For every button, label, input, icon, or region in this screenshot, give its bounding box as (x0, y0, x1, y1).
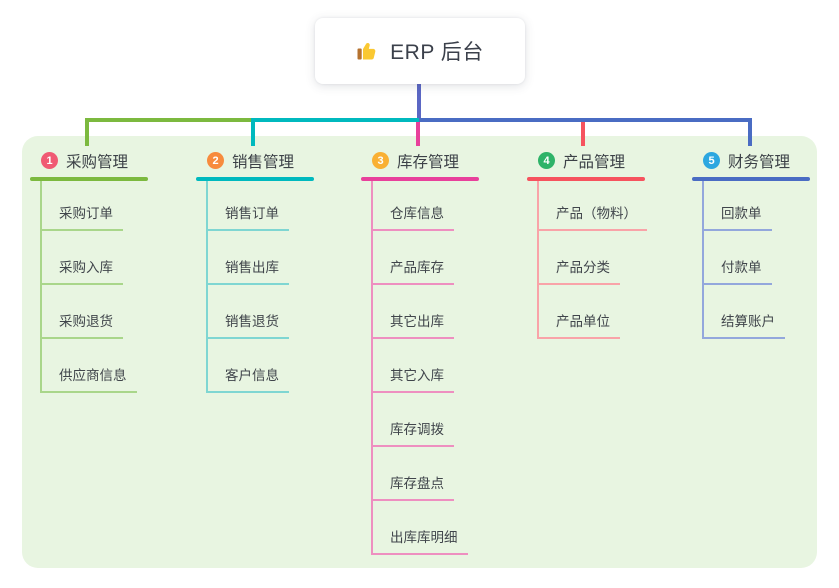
branch-children-trunk: 采购订单采购入库采购退货供应商信息 (40, 181, 190, 393)
mindmap-background-panel (22, 136, 817, 568)
branch-number-badge: 2 (207, 152, 224, 169)
branch-underline (527, 177, 645, 181)
child-node: 产品单位 (539, 285, 687, 339)
branch-label: 产品管理 (563, 153, 626, 171)
child-node-label[interactable]: 结算账户 (704, 310, 785, 339)
child-node: 出库库明细 (373, 501, 521, 555)
branch-underline (692, 177, 810, 181)
branch-drop-line-1 (85, 118, 89, 146)
branch-drop-line-5 (748, 118, 752, 146)
child-node: 其它入库 (373, 339, 521, 393)
child-node: 仓库信息 (373, 181, 521, 231)
child-node-label[interactable]: 采购退货 (42, 310, 123, 339)
child-node: 采购入库 (42, 231, 190, 285)
root-connector-line (417, 84, 421, 118)
branch-node-5: 5 财务管理回款单付款单结算账户 (692, 146, 839, 339)
branch-drop-line-4 (581, 122, 585, 146)
branch-children-trunk: 销售订单销售出库销售退货客户信息 (206, 181, 356, 393)
child-node-label[interactable]: 销售出库 (208, 256, 289, 285)
branch-title-1[interactable]: 1 采购管理 (30, 146, 190, 175)
child-node-label[interactable]: 采购订单 (42, 202, 123, 231)
root-node-label: ERP 后台 (390, 41, 484, 64)
child-node: 库存调拨 (373, 393, 521, 447)
child-node: 结算账户 (704, 285, 839, 339)
bus-segment-2 (251, 118, 419, 122)
child-node-label[interactable]: 回款单 (704, 202, 772, 231)
branch-underline (30, 177, 148, 181)
child-node-label[interactable]: 其它出库 (373, 310, 454, 339)
branch-children-trunk: 仓库信息产品库存其它出库其它入库库存调拨库存盘点出库库明细 (371, 181, 521, 555)
branch-drop-line-2 (251, 118, 255, 146)
branch-label: 库存管理 (397, 153, 460, 171)
child-node-label[interactable]: 供应商信息 (42, 364, 137, 393)
child-node-label[interactable]: 产品分类 (539, 256, 620, 285)
branch-children-trunk: 产品（物料） 产品分类产品单位 (537, 181, 687, 339)
child-node: 回款单 (704, 181, 839, 231)
child-node: 供应商信息 (42, 339, 190, 393)
child-node: 库存盘点 (373, 447, 521, 501)
branch-node-4: 4 产品管理产品（物料） 产品分类产品单位 (527, 146, 687, 339)
child-node-label[interactable]: 库存盘点 (373, 472, 454, 501)
child-node: 采购退货 (42, 285, 190, 339)
branch-label: 采购管理 (66, 153, 129, 171)
branch-drop-line-3 (416, 122, 420, 146)
child-node-label[interactable]: 产品库存 (373, 256, 454, 285)
child-node: 销售出库 (208, 231, 356, 285)
root-node-erp[interactable]: ERP 后台 (315, 18, 525, 84)
child-node: 付款单 (704, 231, 839, 285)
child-node-label[interactable]: 仓库信息 (373, 202, 454, 231)
branch-number-badge: 4 (538, 152, 555, 169)
branch-number-badge: 1 (41, 152, 58, 169)
branch-title-5[interactable]: 5 财务管理 (692, 146, 839, 175)
child-node: 销售订单 (208, 181, 356, 231)
child-node: 采购订单 (42, 181, 190, 231)
child-node-label[interactable]: 出库库明细 (373, 526, 468, 555)
child-node: 产品（物料） (539, 181, 687, 231)
child-node-label[interactable]: 销售订单 (208, 202, 289, 231)
branch-underline (361, 177, 479, 181)
branch-children-trunk: 回款单付款单结算账户 (702, 181, 839, 339)
child-node-label[interactable]: 产品单位 (539, 310, 620, 339)
branch-title-2[interactable]: 2 销售管理 (196, 146, 356, 175)
branch-title-3[interactable]: 3 库存管理 (361, 146, 521, 175)
child-node-label[interactable]: 库存调拨 (373, 418, 454, 447)
child-node-label[interactable]: 付款单 (704, 256, 772, 285)
child-node-label[interactable]: 产品（物料） (539, 202, 647, 231)
branch-number-badge: 5 (703, 152, 720, 169)
branch-number-badge: 3 (372, 152, 389, 169)
child-node: 产品分类 (539, 231, 687, 285)
child-node: 客户信息 (208, 339, 356, 393)
branch-label: 销售管理 (232, 153, 295, 171)
child-node: 销售退货 (208, 285, 356, 339)
child-node-label[interactable]: 销售退货 (208, 310, 289, 339)
child-node-label[interactable]: 其它入库 (373, 364, 454, 393)
branch-node-3: 3 库存管理仓库信息产品库存其它出库其它入库库存调拨库存盘点出库库明细 (361, 146, 521, 555)
child-node-label[interactable]: 客户信息 (208, 364, 289, 393)
thumbs-up-icon (356, 39, 380, 63)
branch-underline (196, 177, 314, 181)
child-node: 其它出库 (373, 285, 521, 339)
child-node: 产品库存 (373, 231, 521, 285)
child-node-label[interactable]: 采购入库 (42, 256, 123, 285)
branch-title-4[interactable]: 4 产品管理 (527, 146, 687, 175)
bus-segment-3 (419, 118, 752, 122)
branch-node-1: 1 采购管理采购订单采购入库采购退货供应商信息 (30, 146, 190, 393)
branch-node-2: 2 销售管理销售订单销售出库销售退货客户信息 (196, 146, 356, 393)
bus-segment-1 (85, 118, 251, 122)
branch-label: 财务管理 (728, 153, 791, 171)
